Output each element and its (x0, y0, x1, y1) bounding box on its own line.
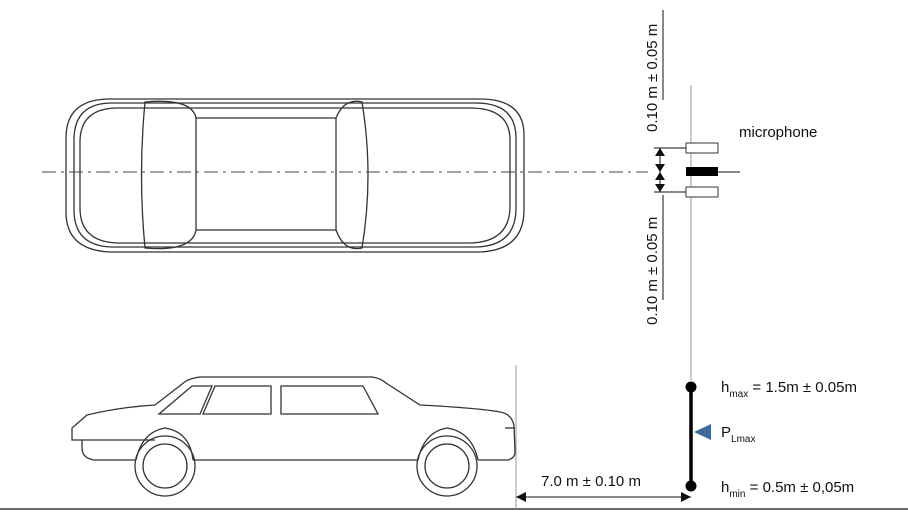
window-front (280, 385, 380, 415)
hmax-symbol: h (721, 379, 729, 396)
car-side-body (71, 376, 516, 461)
windshield-rear (140, 100, 197, 250)
top-offset-label: 0.10 m ± 0.05 m (644, 24, 661, 132)
arrow-down-bottom (655, 184, 665, 192)
car-side-view (71, 376, 516, 497)
microphone-label: microphone (739, 124, 817, 141)
window-rear (157, 385, 213, 415)
hmax-subscript: max (729, 389, 748, 400)
wheel-rear (134, 435, 196, 497)
hmax-label: hmax = 1.5m ± 0.05m (721, 379, 857, 400)
car-top-view (65, 98, 525, 253)
arrow-down-mid (655, 164, 665, 172)
plmax-marker-triangle (694, 424, 711, 440)
hmin-symbol: h (721, 479, 729, 496)
plmax-label: PLmax (721, 424, 755, 445)
car-side-wheelarch-front (417, 427, 479, 461)
car-body-shade (79, 107, 511, 244)
arrow-up-top (655, 148, 665, 156)
windshield-front (335, 100, 369, 250)
arrow-up-mid (655, 172, 665, 180)
hmin-subscript: min (729, 489, 745, 500)
distance-label: 7.0 m ± 0.10 m (541, 473, 641, 490)
car-side-wheelarch-rear (135, 427, 194, 461)
microphone-top-arrangement (654, 10, 740, 380)
car-body-outer (65, 98, 525, 253)
hmin-label: hmin = 0.5m ± 0,05m (721, 479, 854, 500)
microphone-lower (685, 186, 719, 198)
hmax-value: = 1.5m ± 0.05m (748, 379, 857, 396)
microphone-center (686, 167, 718, 176)
hmin-value: = 0.5m ± 0,05m (745, 479, 854, 496)
wheel-front-hub (424, 443, 470, 489)
microphone-top-dot (685, 381, 697, 393)
car-body-inner (73, 102, 517, 248)
window-mid (202, 385, 272, 415)
microphone-upper (685, 142, 719, 154)
microphone-bottom-dot (685, 480, 697, 492)
plmax-symbol: P (721, 424, 731, 441)
distance-arrow-right (681, 492, 691, 502)
wheel-rear-hub (142, 443, 188, 489)
plmax-subscript: Lmax (731, 434, 755, 445)
bottom-offset-label: 0.10 m ± 0.05 m (644, 217, 661, 325)
distance-arrow-left (516, 492, 526, 502)
wheel-front (416, 435, 478, 497)
